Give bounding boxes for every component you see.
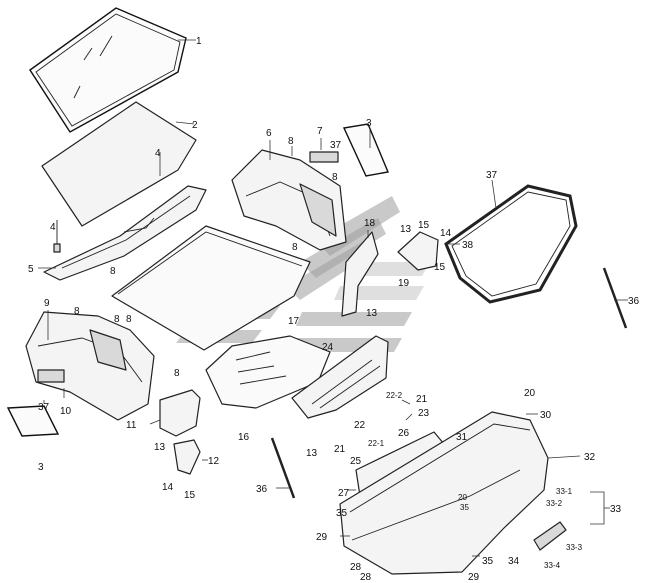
callout-6: 6 — [266, 128, 272, 139]
callout-23: 23 — [418, 408, 430, 419]
callout-20-b: 20 — [458, 493, 467, 502]
callout-22: 22 — [354, 420, 366, 431]
callout-15-a: 15 — [184, 490, 196, 501]
callout-2: 2 — [192, 120, 198, 131]
callout-12: 12 — [208, 456, 220, 467]
callout-25: 25 — [350, 456, 362, 467]
callout-3-left: 3 — [38, 462, 44, 473]
callout-33-4: 33-4 — [544, 561, 561, 570]
callout-15-b: 15 — [418, 220, 430, 231]
callout-8-c: 8 — [292, 242, 298, 253]
callout-32: 32 — [584, 452, 596, 463]
callout-17: 17 — [288, 316, 300, 327]
callout-9: 9 — [44, 298, 50, 309]
pillar-trim — [341, 231, 379, 317]
callout-13-a: 13 — [154, 442, 166, 453]
callout-37-a: 37 — [486, 170, 498, 181]
lift-strut-left — [270, 437, 296, 499]
callout-5: 5 — [28, 264, 34, 275]
callout-33-2: 33-2 — [546, 499, 563, 508]
callout-29-b: 29 — [468, 572, 480, 583]
callout-8-a: 8 — [288, 136, 294, 147]
left-wheelhouse-trim — [25, 311, 155, 421]
callout-10: 10 — [60, 406, 72, 417]
bumper-reflector — [533, 521, 567, 551]
quarter-window-left — [6, 405, 60, 437]
callout-13-b: 13 — [306, 448, 318, 459]
trunk-lid-weatherstrip — [444, 184, 578, 304]
callout-38: 38 — [462, 240, 474, 251]
callout-35-a: 35 — [336, 508, 348, 519]
callout-27: 27 — [338, 488, 350, 499]
callout-7: 7 — [317, 126, 323, 137]
callout-33-3: 33-3 — [566, 543, 583, 552]
trunk-board — [205, 335, 331, 409]
callout-4: 4 — [50, 222, 56, 233]
callout-labels: 1 2 3 3 4 4 5 6 7 8 8 8 8 8 8 8 8 9 10 1… — [28, 36, 640, 583]
callout-31: 31 — [456, 432, 468, 443]
callout-14-b: 14 — [440, 228, 452, 239]
callout-35-b: 35 — [460, 503, 469, 512]
quarter-window-right — [342, 123, 389, 177]
callout-37-c: 37 — [38, 402, 50, 413]
callout-8-f: 8 — [114, 314, 120, 325]
callout-19: 19 — [398, 278, 410, 289]
lift-strut-right — [602, 267, 628, 329]
callout-8-d: 8 — [110, 266, 116, 277]
callout-13-c: 13 — [366, 308, 378, 319]
callout-37-b: 37 — [330, 140, 342, 151]
callout-26: 26 — [398, 428, 410, 439]
leader-lines — [38, 39, 628, 557]
rear-panel-trim — [291, 335, 389, 419]
rear-bumper — [339, 411, 549, 575]
callout-35-c: 35 — [482, 556, 494, 567]
rear-corner-trim — [159, 389, 201, 437]
callout-13-d: 13 — [400, 224, 412, 235]
right-wheelhouse-trim — [231, 149, 347, 251]
callout-8-h: 8 — [174, 368, 180, 379]
callout-22-2: 22-2 — [386, 391, 403, 400]
trim-bracket — [397, 231, 439, 271]
callout-3-right: 3 — [366, 118, 372, 129]
callout-8-b: 8 — [332, 172, 338, 183]
callout-33: 33 — [610, 504, 622, 515]
callout-8-e: 8 — [74, 306, 80, 317]
callout-22-1: 22-1 — [368, 439, 385, 448]
callout-28-b: 28 — [360, 572, 372, 583]
callout-21-a: 21 — [416, 394, 428, 405]
callout-14-a: 14 — [162, 482, 174, 493]
callout-28-a: 28 — [350, 562, 362, 573]
callout-33-1: 33-1 — [556, 487, 573, 496]
callout-20-a: 20 — [524, 388, 536, 399]
callout-24: 24 — [322, 342, 334, 353]
lower-bracket — [173, 439, 201, 475]
callout-36-b: 36 — [256, 484, 268, 495]
callout-18: 18 — [364, 218, 376, 229]
callout-21-b: 21 — [334, 444, 346, 455]
latch-part — [309, 151, 339, 163]
callout-4-b: 4 — [155, 148, 161, 159]
parcel-shelf — [43, 185, 207, 281]
callout-29-a: 29 — [316, 532, 328, 543]
callout-36-a: 36 — [628, 296, 640, 307]
callout-16: 16 — [238, 432, 250, 443]
callout-34: 34 — [508, 556, 520, 567]
rear-window-panel — [41, 101, 197, 227]
rear-window-glass — [29, 7, 187, 133]
callout-8-g: 8 — [126, 314, 132, 325]
callout-11: 11 — [126, 420, 137, 431]
callout-15-c: 15 — [434, 262, 446, 273]
callout-30: 30 — [540, 410, 552, 421]
trunk-floor-mat — [111, 225, 311, 351]
callout-1: 1 — [196, 36, 202, 47]
